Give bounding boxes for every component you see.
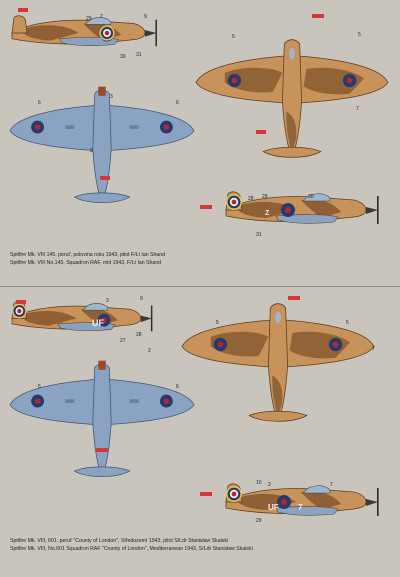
scheme2-top-callouts: 5 5 7	[216, 296, 375, 352]
scheme2-caption-czech: Spitfire Mk. VIII, 601. peruť "County of…	[10, 538, 229, 544]
aircraft-code: Z	[265, 210, 270, 217]
callout-label: 29	[86, 16, 92, 22]
callout-label: 30	[308, 194, 314, 200]
callout-marker	[312, 14, 324, 18]
scheme2-under-callouts: 6 6	[38, 384, 179, 452]
scheme1-top-callouts: 5 5 7	[232, 14, 361, 134]
callout-label: 29	[256, 518, 262, 524]
callout-marker	[18, 8, 28, 12]
scheme2-side-profile	[11, 301, 153, 332]
scheme2-underside-plan	[9, 360, 195, 478]
callout-marker	[256, 130, 266, 134]
callout-marker	[200, 492, 212, 496]
callout-label: 2	[268, 482, 271, 488]
callout-marker	[16, 300, 26, 304]
callout-label: 30	[120, 54, 126, 60]
callout-label: 2	[90, 148, 93, 154]
section-divider	[0, 286, 400, 287]
aircraft-code-right: 7	[298, 503, 303, 512]
scheme1-right-callouts: 28 29 30 31 Z	[200, 194, 314, 238]
callout-label: 9	[144, 14, 147, 20]
callout-label: 3	[110, 94, 113, 100]
callout-label: 29	[262, 194, 268, 200]
scheme1-side-profile	[11, 15, 158, 47]
callout-label: 7	[356, 106, 359, 112]
callout-label: 28	[248, 196, 254, 202]
callout-label: 5	[346, 320, 349, 326]
callout-label: 2	[100, 14, 103, 20]
callout-label: 31	[136, 52, 142, 58]
aircraft-code-left: UF	[268, 503, 279, 512]
callout-label: 10	[256, 480, 262, 486]
callout-label: 5	[358, 32, 361, 38]
callout-marker	[200, 205, 212, 209]
scheme2-right-callouts: UF 7 10 2 7 29	[200, 480, 333, 524]
callout-label: 6	[38, 100, 41, 106]
callout-label: 28	[136, 332, 142, 338]
callout-label: 6	[176, 384, 179, 390]
callout-label: 27	[120, 338, 126, 344]
callout-label: 6	[38, 384, 41, 390]
callout-label: 31	[256, 232, 262, 238]
drawing-canvas-lower: UF 9 3 27 28 2 5 5 7 6 6	[9, 296, 380, 524]
callout-label: 2	[148, 348, 151, 354]
callout-marker	[96, 448, 108, 452]
callout-label: 5	[216, 320, 219, 326]
scheme1-under-callouts: 6 6 3 2	[38, 94, 179, 180]
callout-label: 3	[106, 298, 109, 304]
scheme1-caption-czech: Spitfire Mk. VIII 145. peruť, polovina r…	[10, 252, 166, 258]
aircraft-code: UF	[92, 318, 104, 328]
scheme2-side-callouts: UF 9 3 27 28 2	[16, 296, 151, 354]
callout-label: 9	[140, 296, 143, 302]
callout-label: 6	[176, 100, 179, 106]
scheme2-caption-english: Spitfire Mk. VIII, No.601 Squadron RAF "…	[10, 546, 253, 552]
scheme1-caption-english: Spitfire Mk. VIII No.145. Squadron RAF, …	[10, 260, 162, 266]
callout-label: 7	[372, 346, 375, 352]
scheme1-top-plan	[195, 39, 389, 158]
callout-label: 7	[330, 482, 333, 488]
callout-label: 5	[232, 34, 235, 40]
callout-marker	[288, 296, 300, 300]
scheme1-side-callouts: 29 2 9 30 31	[18, 8, 147, 60]
callout-marker	[100, 176, 110, 180]
